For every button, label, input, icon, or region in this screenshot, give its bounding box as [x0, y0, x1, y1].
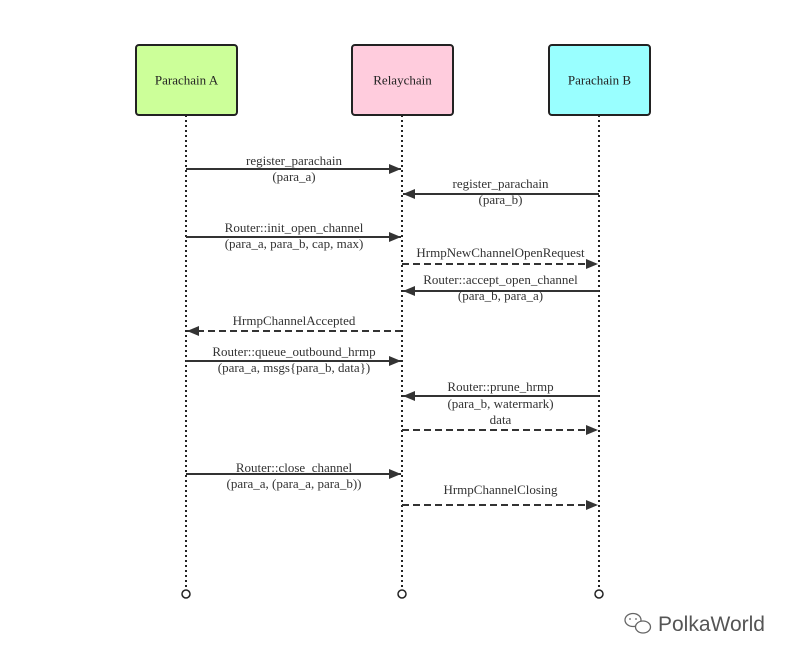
message-label: (para_a, (para_a, para_b)) — [227, 476, 362, 491]
lifeline-end-2 — [397, 589, 407, 599]
participant-box-3: Parachain B — [548, 44, 651, 116]
message-4: HrmpNewChannelOpenRequest — [402, 245, 598, 269]
lifeline-end-1 — [181, 589, 191, 599]
message-label: register_parachain — [246, 153, 343, 168]
message-label: (para_b) — [478, 192, 522, 207]
message-9: data — [402, 412, 598, 435]
wechat-icon — [624, 612, 652, 634]
message-8: Router::prune_hrmp(para_b, watermark) — [403, 379, 599, 411]
message-label: HrmpNewChannelOpenRequest — [416, 245, 585, 260]
message-label: Router::close_channel — [236, 460, 353, 475]
message-label: Router::accept_open_channel — [423, 272, 578, 287]
watermark: PolkaWorld — [624, 612, 765, 636]
participant-rect — [135, 44, 238, 116]
message-label: (para_b, para_a) — [458, 288, 543, 303]
participant-rect — [351, 44, 454, 116]
message-label: (para_a) — [272, 169, 315, 184]
message-label: Router::queue_outbound_hrmp — [212, 344, 375, 359]
message-7: Router::queue_outbound_hrmp(para_a, msgs… — [186, 344, 401, 375]
message-label: data — [490, 412, 512, 427]
participant-label: Relaychain — [373, 73, 432, 88]
message-1: register_parachain(para_a) — [186, 153, 401, 184]
message-6: HrmpChannelAccepted — [187, 313, 402, 336]
message-label: (para_a, msgs{para_b, data}) — [218, 360, 371, 375]
message-2: register_parachain(para_b) — [403, 176, 599, 207]
message-label: (para_a, para_b, cap, max) — [225, 236, 364, 251]
lifeline-end-3 — [594, 589, 604, 599]
participant-box-1: Parachain A — [135, 44, 238, 116]
participant-box-2: Relaychain — [351, 44, 454, 116]
participant-label: Parachain B — [568, 73, 632, 88]
message-10: Router::close_channel(para_a, (para_a, p… — [186, 460, 401, 491]
message-5: Router::accept_open_channel(para_b, para… — [403, 272, 599, 303]
message-label: HrmpChannelAccepted — [233, 313, 356, 328]
message-11: HrmpChannelClosing — [402, 482, 598, 510]
message-label: Router::init_open_channel — [225, 220, 364, 235]
participant-label: Parachain A — [155, 73, 219, 88]
participant-rect — [548, 44, 651, 116]
message-label: register_parachain — [452, 176, 549, 191]
message-label: HrmpChannelClosing — [443, 482, 558, 497]
message-label: Router::prune_hrmp — [447, 379, 553, 394]
watermark-text: PolkaWorld — [658, 613, 765, 636]
message-label: (para_b, watermark) — [447, 396, 553, 411]
message-3: Router::init_open_channel(para_a, para_b… — [186, 220, 401, 251]
